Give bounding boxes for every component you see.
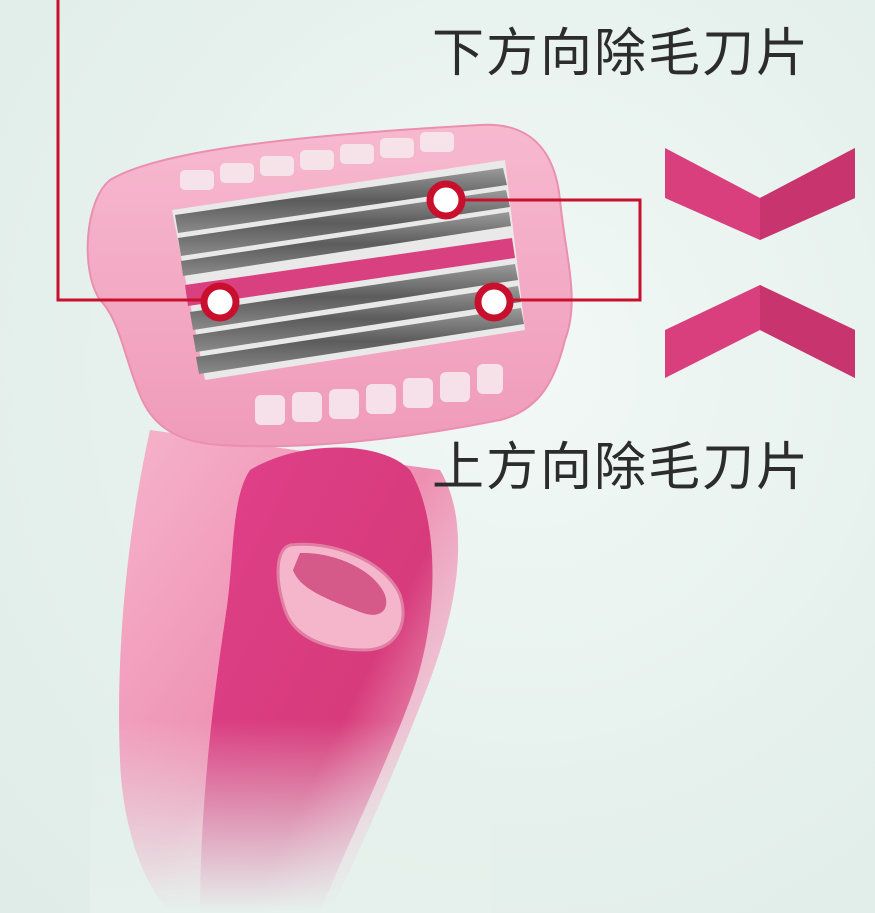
lubrication-strip-top — [180, 132, 454, 190]
up-blade-label: 上方向除毛刀片 — [432, 438, 811, 498]
lubrication-strip-bottom — [255, 364, 503, 425]
blade-set-up — [190, 264, 524, 374]
callout-lines — [56, 0, 642, 302]
chevron-down-icon — [665, 148, 855, 240]
blade-set-down — [175, 168, 511, 276]
down-blade-label: 下方向除毛刀片 — [432, 24, 811, 84]
callout-markers — [200, 180, 514, 322]
center-divider — [185, 238, 515, 306]
chevron-up-icon — [665, 285, 855, 378]
razor-handle — [90, 430, 490, 913]
